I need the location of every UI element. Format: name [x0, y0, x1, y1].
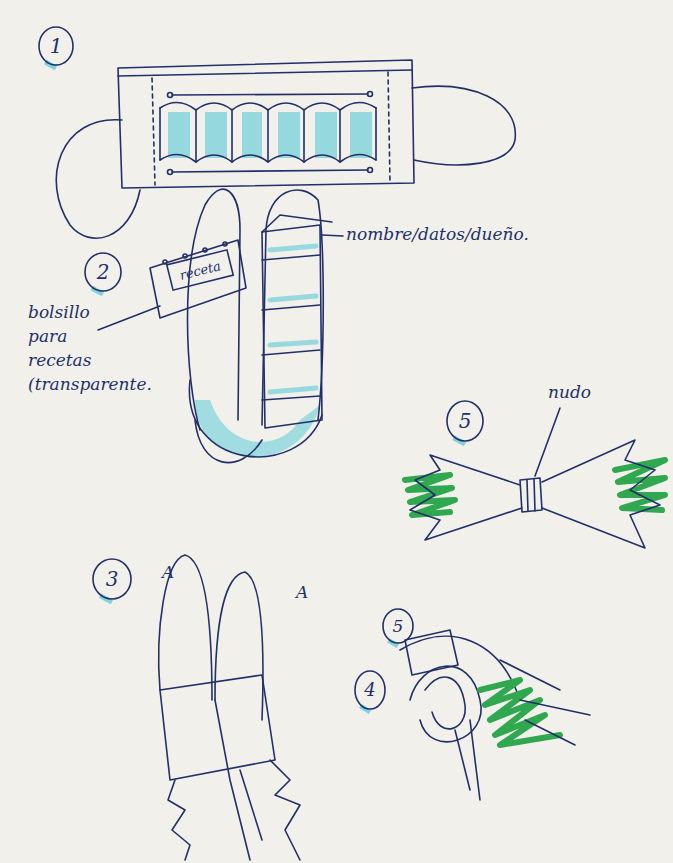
note-label: bolsillo para recetas (transparente.	[28, 300, 120, 396]
leader-line	[535, 408, 560, 476]
circle-outline	[85, 253, 121, 291]
node-text: receta	[178, 259, 222, 282]
circle-outline	[447, 401, 483, 441]
box-outline	[167, 250, 233, 290]
flat-strap-drawing	[56, 60, 515, 238]
callout-circle: 5	[382, 608, 414, 644]
node-text: 3	[106, 569, 119, 589]
circle-outline	[383, 609, 413, 643]
node-text: 4	[364, 681, 375, 699]
circle-outline	[355, 671, 385, 709]
callout-circle: 1	[38, 26, 74, 66]
circle-outline	[93, 559, 131, 599]
callout-circle: 5	[446, 400, 484, 442]
callout-circle: 2	[84, 252, 122, 292]
node-text: 2	[97, 262, 110, 282]
pocket-label-box: receta	[166, 249, 235, 292]
callout-circle: 3	[92, 558, 132, 600]
circle-outline	[39, 27, 73, 65]
knot-drawing	[405, 408, 665, 548]
callout-circle: 4	[354, 670, 386, 710]
note-label: nudo	[548, 380, 628, 404]
folded-strap-drawing	[98, 189, 343, 462]
node-text: 5	[393, 618, 404, 635]
leader-line	[322, 235, 343, 236]
bundle-drawing	[400, 630, 590, 800]
leader-line	[98, 306, 160, 330]
loops-drawing	[159, 555, 300, 860]
part-letter: A	[162, 560, 192, 584]
part-letter: A	[296, 580, 326, 604]
node-text: 1	[50, 36, 63, 56]
node-text: 5	[459, 411, 472, 431]
note-label: nombre/datos/dueño.	[346, 222, 656, 246]
